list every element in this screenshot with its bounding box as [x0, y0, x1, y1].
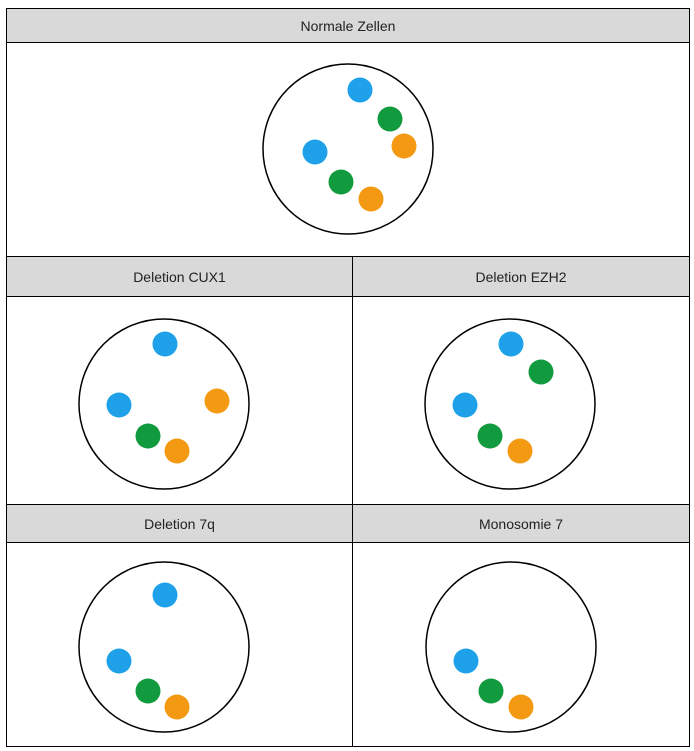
cell-nucleus-outline [262, 63, 434, 235]
signal-dot-green [135, 678, 161, 704]
header-normal-cells: Normale Zellen [7, 9, 689, 43]
cell-monosomie-7 [425, 561, 597, 733]
cell-nucleus-outline [424, 318, 596, 490]
signal-dot-green [377, 106, 403, 132]
signal-dot-blue [302, 139, 328, 165]
header-deletion-cux1: Deletion CUX1 [7, 257, 352, 297]
signal-dot-blue [152, 331, 178, 357]
header-deletion-7q: Deletion 7q [7, 505, 352, 543]
row-divider [7, 504, 689, 505]
signal-dot-blue [452, 392, 478, 418]
header-monosomie-7: Monosomie 7 [353, 505, 689, 543]
cell-deletion-7q [78, 561, 250, 733]
signal-dot-blue [498, 331, 524, 357]
row-divider [7, 256, 689, 257]
signal-dot-orange [204, 388, 230, 414]
signal-dot-blue [152, 582, 178, 608]
header-deletion-ezh2: Deletion EZH2 [353, 257, 689, 297]
cell-normal [262, 63, 434, 235]
signal-dot-orange [164, 438, 190, 464]
signal-dot-orange [358, 186, 384, 212]
cell-nucleus-outline [425, 561, 597, 733]
signal-dot-green [328, 169, 354, 195]
signal-dot-green [477, 423, 503, 449]
signal-dot-blue [453, 648, 479, 674]
cell-deletion-ezh2 [424, 318, 596, 490]
signal-dot-orange [507, 438, 533, 464]
signal-dot-orange [508, 694, 534, 720]
signal-dot-blue [106, 648, 132, 674]
signal-dot-green [135, 423, 161, 449]
signal-dot-blue [106, 392, 132, 418]
signal-dot-green [478, 678, 504, 704]
signal-dot-orange [391, 133, 417, 159]
cell-nucleus-outline [78, 561, 250, 733]
signal-dot-blue [347, 77, 373, 103]
signal-dot-orange [164, 694, 190, 720]
signal-dot-green [528, 359, 554, 385]
cell-deletion-cux1 [78, 318, 250, 490]
comparison-table: Normale Zellen Deletion CUX1 Deletion EZ… [6, 8, 690, 747]
cell-nucleus-outline [78, 318, 250, 490]
column-divider [352, 257, 353, 747]
